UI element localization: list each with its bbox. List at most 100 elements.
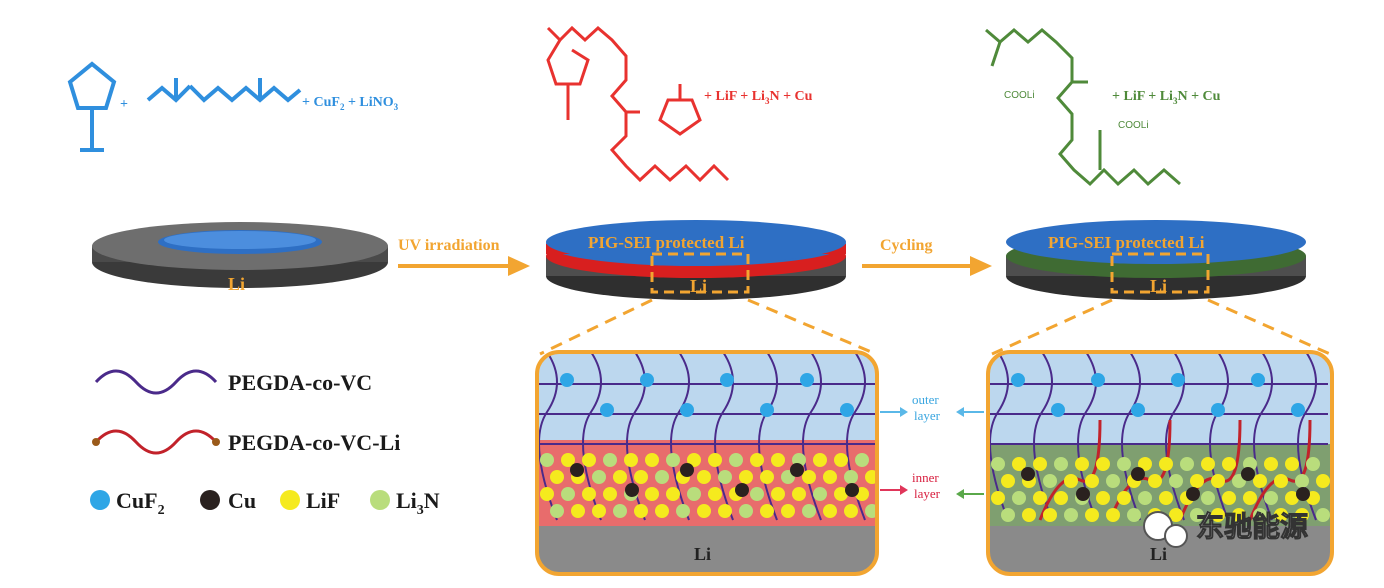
lif-particle: [645, 487, 659, 501]
inner-layer-label: inner layer: [880, 470, 984, 501]
polymer-chain: [1033, 352, 1053, 521]
svg-text:+: +: [120, 97, 128, 112]
vc-monomer-plus: +: [120, 97, 128, 112]
lif-particle: [1022, 508, 1036, 522]
middle-disk-li-label: Li: [690, 276, 707, 296]
li3n-particle: [855, 453, 869, 467]
cuf2-particle: [680, 403, 694, 417]
lif-particle: [1243, 491, 1257, 505]
right-disk-top-label: PIG-SEI protected Li: [1048, 233, 1205, 252]
vc-monomer-structure: [67, 61, 302, 152]
li3n-particle: [991, 457, 1005, 471]
lif-particle: [1159, 457, 1173, 471]
cuf2-particle: [600, 403, 614, 417]
lif-particle: [697, 470, 711, 484]
cuf2-particle: [1011, 373, 1025, 387]
zoom-guides: [539, 298, 1331, 356]
lif-particle: [1075, 457, 1089, 471]
li-polymer-chain: [1038, 419, 1102, 521]
lif-particle: [844, 504, 858, 518]
pig-sei-disk-fresh: PIG-SEI protected Li Li: [546, 220, 846, 300]
uv-irradiation-label: UV irradiation: [398, 237, 500, 254]
li3n-particle: [666, 453, 680, 467]
pig-sei-disk-cycled: PIG-SEI protected Li Li: [1006, 220, 1306, 300]
li3n-particle: [718, 470, 732, 484]
cuf2-particle: [1051, 403, 1065, 417]
lif-particle: [834, 487, 848, 501]
lif-particle: [1285, 491, 1299, 505]
lif-particle: [634, 470, 648, 484]
li3n-particle: [844, 470, 858, 484]
cuf2-particle: [760, 403, 774, 417]
li3n-particle: [1295, 474, 1309, 488]
lif-particle: [760, 470, 774, 484]
lif-particle: [1222, 491, 1236, 505]
cycling-label: Cycling: [880, 237, 932, 254]
cu-particle: [570, 463, 584, 477]
li3n-particle: [1180, 457, 1194, 471]
lif-particle: [697, 504, 711, 518]
cuf2-particle: [1091, 373, 1105, 387]
lif-particle: [1001, 474, 1015, 488]
middle-products-text: + LiF + Li3N + Cu: [704, 89, 813, 106]
li3n-particle: [561, 487, 575, 501]
li3n-particle: [676, 504, 690, 518]
lif-particle: [582, 487, 596, 501]
lif-particle: [1274, 474, 1288, 488]
li3n-particle: [1012, 491, 1026, 505]
svg-text:outer: outer: [912, 392, 939, 407]
legend-cu-dot: [200, 490, 220, 510]
cu-particle: [735, 483, 749, 497]
lif-particle: [1054, 491, 1068, 505]
li3n-particle: [1064, 508, 1078, 522]
cuf2-particle: [1131, 403, 1145, 417]
legend-lif-dot: [280, 490, 300, 510]
legend-polymer-label: PEGDA-co-VC: [228, 370, 372, 395]
lif-particle: [571, 504, 585, 518]
lif-particle: [792, 487, 806, 501]
lif-particle: [823, 470, 837, 484]
svg-text:layer: layer: [914, 408, 941, 423]
li3n-particle: [603, 453, 617, 467]
lif-particle: [687, 453, 701, 467]
lif-particle: [582, 453, 596, 467]
lif-particle: [603, 487, 617, 501]
li3n-particle: [540, 453, 554, 467]
legend-li-polymer-line: [94, 429, 218, 455]
cuf2-particle: [640, 373, 654, 387]
li3n-particle: [1169, 474, 1183, 488]
lif-particle: [1043, 508, 1057, 522]
legend-polymer-line: [94, 369, 218, 395]
legend-cu-label: Cu: [228, 488, 256, 513]
cu-particle: [790, 463, 804, 477]
lif-particle: [813, 453, 827, 467]
lif-particle: [1148, 474, 1162, 488]
watermark-text: 东驰能源: [1196, 510, 1308, 543]
lif-particle: [624, 453, 638, 467]
li3n-particle: [592, 470, 606, 484]
cu-particle: [1131, 467, 1145, 481]
cooli-label-lower: COOLi: [1118, 120, 1149, 131]
lif-particle: [771, 487, 785, 501]
cuf2-particle: [840, 403, 854, 417]
cycling-arrow: Cycling: [862, 237, 992, 276]
lif-particle: [1106, 508, 1120, 522]
lif-particle: [592, 504, 606, 518]
li3n-particle: [729, 453, 743, 467]
lif-particle: [708, 453, 722, 467]
lif-particle: [739, 470, 753, 484]
watermark: 东驰能源: [1143, 510, 1309, 548]
cuf2-particle: [1291, 403, 1305, 417]
li3n-particle: [1306, 457, 1320, 471]
lif-particle: [1232, 508, 1246, 522]
cu-particle: [680, 463, 694, 477]
lif-particle: [991, 491, 1005, 505]
left-reagents-text: + CuF2 + LiNO3: [302, 95, 399, 112]
legend: PEGDA-co-VC PEGDA-co-VC-Li CuF2 Cu LiF L…: [90, 369, 440, 518]
li3n-particle: [1117, 457, 1131, 471]
li3n-particle: [1043, 474, 1057, 488]
li3n-particle: [687, 487, 701, 501]
lif-particle: [1138, 457, 1152, 471]
legend-cuf2-dot: [90, 490, 110, 510]
uv-irradiation-arrow: UV irradiation: [398, 237, 530, 276]
